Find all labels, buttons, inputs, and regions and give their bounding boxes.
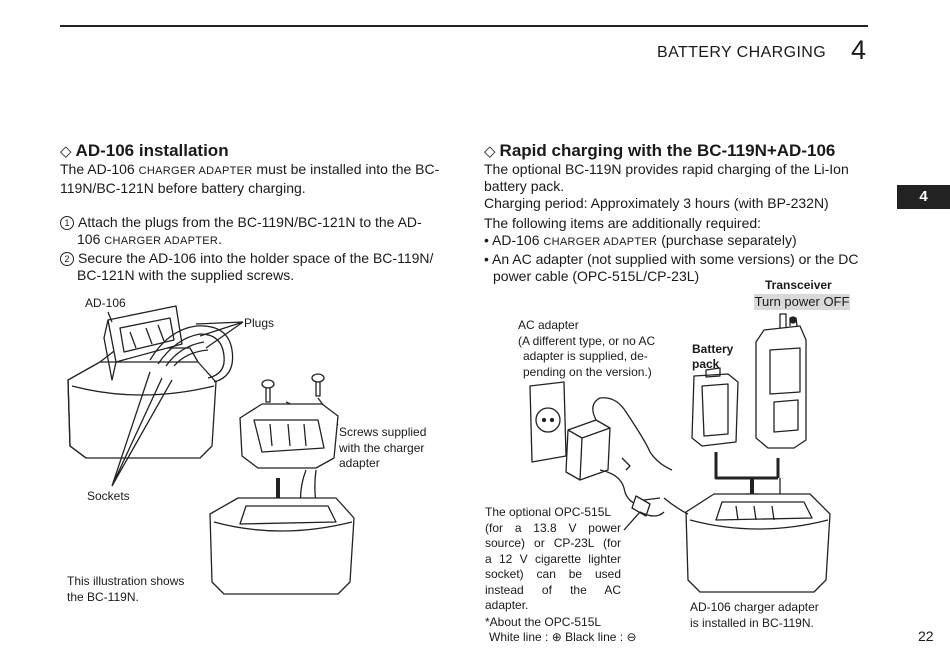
label-transceiver: Transceiver — [765, 278, 832, 292]
charger-left-illustration — [67, 347, 217, 459]
opt-line-2: (for a 13.8 V power — [485, 520, 621, 535]
cable-to-charger — [663, 497, 689, 515]
ac-line-4: pending on the version.) — [523, 364, 652, 379]
intro-b: must be installed into the BC- — [252, 161, 440, 177]
ac-line-2: (A different type, or no AC — [518, 333, 656, 348]
opt-line-4: a 12 V cigarette lighter — [485, 551, 621, 566]
label-about-opc: *About the OPC-515L — [485, 615, 602, 629]
illus-note-1: This illustration shows — [67, 574, 185, 588]
step-1-line2-a: 106 — [77, 231, 105, 247]
label-ad106-installed: AD-106 charger adapter is installed in B… — [690, 600, 819, 631]
battery-pack-illustration — [691, 367, 739, 447]
transceiver-illustration — [755, 313, 807, 449]
ac-line-3: adapter is supplied, de- — [523, 349, 648, 363]
step-2-line1: Secure the AD-106 into the holder space … — [78, 250, 434, 266]
opt-line-7: adapter. — [485, 598, 529, 612]
ac-line-1: AC adapter — [518, 318, 579, 332]
bullet-2-line1: • An AC adapter (not supplied with some … — [484, 251, 859, 267]
turn-power-off-badge: Turn power OFF — [754, 294, 850, 310]
right-heading: ◇Rapid charging with the BC-119N+AD-106 — [484, 141, 835, 161]
right-body: The optional BC-119N provides rapid char… — [484, 161, 868, 285]
label-illustration-note: This illustration shows the BC-119N. — [67, 574, 184, 605]
bullet-1-a: • AD-106 — [484, 232, 544, 248]
charger-bottom-illustration — [209, 497, 355, 595]
chapter-tab[interactable]: 4 — [897, 185, 950, 209]
plugs-leader — [195, 321, 244, 349]
dc-plug-illustration — [631, 495, 665, 517]
left-intro: The AD-106 CHARGER ADAPTER must be insta… — [60, 161, 444, 197]
step-1-number: 1 — [60, 216, 74, 230]
page-number: 22 — [918, 628, 934, 644]
intro-a: The AD-106 — [60, 161, 139, 177]
label-screws: Screws supplied with the charger adapter — [339, 425, 426, 472]
battery-line-1: Battery — [692, 342, 734, 356]
opt-line-1: The optional OPC-515L — [485, 505, 612, 519]
label-battery-pack: Battery pack — [692, 342, 733, 372]
left-steps: 1 Attach the plugs from the BC-119N/BC-12… — [60, 214, 444, 284]
step-1: 1 Attach the plugs from the BC-119N/BC-12… — [60, 214, 444, 231]
opt-line-6: instead of the AC — [485, 582, 621, 597]
section-title: BATTERY CHARGING — [657, 44, 827, 61]
opc-leader — [623, 511, 641, 531]
bullet-1-smallcaps: CHARGER ADAPTER — [543, 236, 658, 248]
sockets-leader — [111, 371, 173, 487]
right-p1-line2: battery pack. — [484, 178, 565, 194]
label-plugs: Plugs — [244, 316, 275, 330]
step-1-cont: 106 CHARGER ADAPTER. — [60, 231, 444, 250]
diamond-icon: ◇ — [60, 143, 72, 160]
illus-note-2: the BC-119N. — [67, 589, 139, 604]
diamond-icon: ◇ — [484, 143, 496, 160]
ac-adapter-illustration — [565, 397, 673, 505]
step-2: 2 Secure the AD-106 into the holder space… — [60, 250, 444, 267]
step-1-line1: Attach the plugs from the BC-119N/BC-121… — [78, 214, 422, 230]
left-heading: ◇AD-106 installation — [60, 141, 229, 161]
label-screws-1: Screws supplied — [339, 425, 427, 439]
ad106-adapter-illustration — [103, 305, 183, 381]
chapter-number: 4 — [851, 35, 867, 65]
label-optional-cable: The optional OPC-515L (for a 13.8 V powe… — [485, 505, 621, 614]
ad106-installed-2: is installed in BC-119N. — [690, 615, 814, 630]
label-ac-adapter: AC adapter (A different type, or no AC a… — [518, 318, 655, 380]
ad106-leader — [107, 311, 113, 323]
left-heading-text: AD-106 installation — [75, 141, 229, 160]
charger-right-illustration — [685, 493, 831, 593]
step-2-number: 2 — [60, 252, 74, 266]
intro-smallcaps: CHARGER ADAPTER — [138, 165, 253, 177]
right-heading-text: Rapid charging with the BC-119N+AD-106 — [499, 141, 836, 160]
ad106-holder-illustration — [239, 403, 339, 469]
label-polarity: White line : ⊕ Black line : ⊖ — [489, 630, 637, 644]
right-p3: The following items are additionally req… — [484, 215, 762, 231]
bullet-2-line2: power cable (OPC-515L/CP-23L) — [493, 268, 700, 284]
left-intro-line2: 119N/BC-121N before battery charging. — [60, 180, 306, 196]
label-ad106: AD-106 — [85, 296, 126, 310]
left-intro-line1: The AD-106 CHARGER ADAPTER must be insta… — [60, 161, 444, 180]
bullet-1-b: (purchase separately) — [657, 232, 797, 248]
right-p1-line1: The optional BC-119N provides rapid char… — [484, 161, 849, 177]
wall-outlet-illustration — [529, 381, 567, 463]
opt-line-3: source) or CP-23L (for — [485, 536, 621, 550]
charging-period: Charging period: Approximately 3 hours (… — [484, 195, 829, 211]
label-screws-2: with the charger — [339, 440, 425, 455]
label-screws-3: adapter — [339, 456, 380, 470]
opt-line-5: socket) can be used — [485, 567, 621, 581]
screw-icon — [261, 373, 325, 403]
step-1-line2-b: . — [218, 231, 223, 247]
step-2-line2: BC-121N with the supplied screws. — [77, 267, 295, 283]
battery-line-2: pack — [692, 357, 720, 371]
step-1-smallcaps: CHARGER ADAPTER — [104, 235, 219, 247]
bullet-1: • AD-106 CHARGER ADAPTER (purchase separ… — [484, 232, 868, 251]
header-rule — [60, 25, 868, 27]
label-sockets: Sockets — [87, 489, 130, 503]
ad106-installed-1: AD-106 charger adapter — [690, 600, 819, 614]
